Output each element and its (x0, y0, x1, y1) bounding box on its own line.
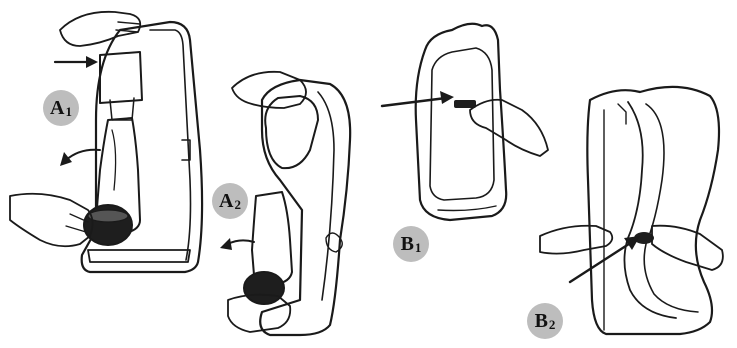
step-letter: A (219, 190, 233, 213)
arrow-release-b2 (570, 242, 632, 282)
step-letter: B (535, 310, 548, 333)
step-number: 2 (234, 197, 241, 213)
hand-b1 (470, 100, 548, 156)
figure-a1 (10, 12, 202, 272)
hand-bottom-a1 (10, 194, 93, 247)
hand-right-b2 (652, 226, 723, 270)
hand-left-b2 (540, 226, 612, 254)
machine-side-b2 (587, 87, 719, 334)
step-number: 2 (549, 317, 556, 333)
bottle-a2 (252, 192, 292, 284)
arrow-rotate-a2 (228, 240, 254, 244)
step-number: 1 (65, 104, 72, 120)
step-number: 1 (415, 240, 422, 256)
arrow-push-b1 (382, 98, 446, 106)
figure-b1 (382, 24, 548, 220)
figure-b2 (540, 87, 723, 334)
step-letter: A (50, 97, 64, 120)
bottle-base-a2 (244, 272, 284, 304)
step-letter: B (401, 233, 414, 256)
